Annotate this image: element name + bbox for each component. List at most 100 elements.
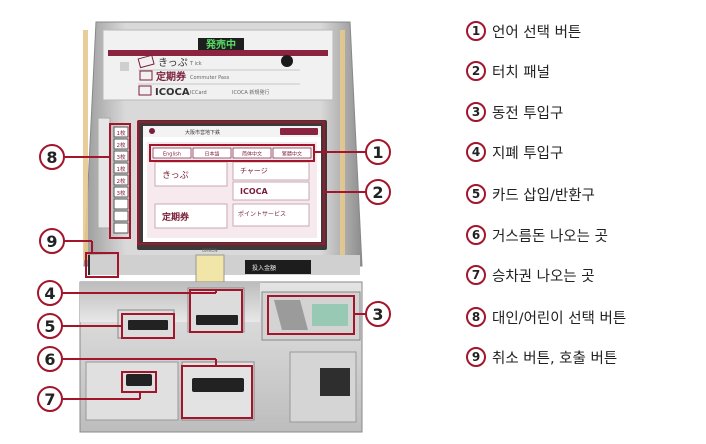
coin-label-plate (312, 304, 348, 326)
legend-number: 3 (466, 102, 486, 122)
change-return-slot[interactable] (192, 378, 244, 392)
callout-9-label: 9 (46, 232, 57, 251)
callout-2-label: 2 (372, 183, 383, 202)
ticket-count-button[interactable] (113, 210, 129, 222)
language-label-japanese: 日本語 (204, 151, 219, 158)
language-button-japanese[interactable] (192, 147, 232, 159)
right-lower-window (320, 368, 350, 396)
callout-6-label: 6 (44, 350, 55, 369)
sign-icoca-label: ICOCA (155, 87, 190, 98)
sign-round-indicator (281, 55, 293, 67)
legend-number: 5 (466, 184, 486, 204)
callout-4 (37, 280, 63, 306)
ticket-count-button[interactable] (113, 186, 129, 198)
legend-item: 9 취소 버튼, 호출 버튼 (466, 344, 617, 370)
screen-tile-icoca[interactable] (232, 181, 310, 201)
legend-number: 1 (466, 21, 486, 41)
keypad[interactable] (195, 254, 225, 283)
legend-text: 언어 선택 버튼 (492, 24, 582, 41)
language-button-simplified[interactable] (232, 147, 272, 159)
ticket-count-button[interactable] (113, 174, 129, 186)
screen-logo (149, 128, 155, 134)
legend-number: 4 (466, 142, 486, 162)
leader-lines (62, 151, 366, 400)
ticket-count-label: 2枚 (117, 177, 126, 185)
legend-text: 승차권 나오는 곳 (492, 268, 595, 285)
callout-6 (37, 346, 63, 372)
sign-commuter-sub: Commuter Pass (190, 75, 230, 81)
card-insert-slot[interactable] (128, 320, 168, 330)
language-button-traditional[interactable] (272, 147, 312, 159)
top-sign-bar (198, 38, 244, 50)
legend-text: 거스름돈 나오는 곳 (492, 228, 608, 245)
highlight-touch-panel (137, 121, 325, 245)
bill-insert-slot[interactable] (196, 315, 238, 325)
callout-8 (39, 144, 65, 170)
screen-tile-ticket[interactable] (154, 161, 228, 187)
legend-item: 7 승차권 나오는 곳 (466, 262, 595, 288)
screen-tile-commuter-label: 定期券 (161, 211, 190, 223)
ticket-count-label: 1枚 (117, 165, 126, 173)
language-button-row: English 日本語 简体中文 繁體中文 (152, 147, 312, 159)
sign-icoca-sub: ICCard (190, 90, 207, 96)
legend-item: 2 터치 패널 (466, 58, 550, 84)
screen-header-bar (143, 126, 321, 137)
coin-amount-display (245, 260, 311, 274)
sign-ticket-sub: T ick (189, 61, 202, 67)
screen-tile-points[interactable] (232, 203, 310, 227)
bill-slot-housing (187, 287, 245, 333)
screen-header-text: 大阪市営地下鉄 (185, 129, 220, 136)
callout-5-label: 5 (44, 317, 55, 336)
legend-item: 3 동전 투입구 (466, 99, 563, 125)
legend-number: 6 (466, 225, 486, 245)
left-side-light (83, 30, 88, 260)
legend-number: 7 (466, 265, 486, 285)
callout-5 (37, 313, 63, 339)
language-button-english[interactable] (152, 147, 192, 159)
callout-1 (365, 139, 391, 165)
language-label-simplified: 简体中文 (242, 151, 262, 158)
ticket-count-button[interactable] (113, 126, 129, 138)
ticket-count-button[interactable] (113, 162, 129, 174)
legend-text: 지폐 투입구 (492, 145, 564, 162)
sign-maroon-stripe (108, 50, 328, 56)
legend-text: 취소 버튼, 호출 버튼 (492, 350, 618, 367)
ticket-count-button[interactable] (113, 138, 129, 150)
legend-number: 8 (466, 307, 486, 327)
coin-insert-slot[interactable] (274, 300, 308, 330)
ticket-count-label: 1枚 (117, 129, 126, 137)
ticket-count-label: 2枚 (117, 141, 126, 149)
right-side-light (340, 30, 345, 260)
legend-item: 5 카드 삽입/반환구 (466, 181, 595, 207)
legend-text: 카드 삽입/반환구 (492, 187, 595, 204)
legend-item: 6 거스름돈 나오는 곳 (466, 222, 608, 248)
legend-number: 9 (466, 347, 486, 367)
ticket-count-button[interactable] (113, 150, 129, 162)
highlight-cancel-call (85, 252, 119, 278)
sign-dot-grid (120, 62, 129, 71)
legend-item: 8 대인/어린이 선택 버튼 (466, 304, 626, 330)
screen-tile-commuter[interactable] (154, 203, 228, 229)
icoca-icon (138, 85, 152, 96)
callout-3 (365, 301, 391, 327)
legend-item: 1 언어 선택 버튼 (466, 18, 581, 44)
screen-header-button[interactable] (280, 128, 318, 135)
ticket-output-slot[interactable] (126, 374, 152, 386)
ticket-count-button[interactable] (113, 198, 129, 210)
screen-tile-icoca-label: ICOCA (240, 187, 269, 196)
callout-8-label: 8 (46, 148, 57, 167)
coin-amount-label: 投入金額 (252, 264, 276, 272)
callout-circles: 1 2 3 4 5 6 7 8 9 (37, 139, 391, 412)
legend-text: 터치 패널 (492, 64, 550, 81)
callout-3-label: 3 (372, 305, 383, 324)
legend-number: 2 (466, 61, 486, 81)
sign-commuter-label: 定期券 (156, 70, 187, 83)
screen-tile-ticket-label: きっぷ (162, 170, 189, 181)
commuter-icon (139, 70, 153, 81)
language-label-english: English (163, 152, 181, 158)
callout-7-label: 7 (44, 390, 55, 409)
language-label-traditional: 繁體中文 (282, 151, 302, 158)
screen-tile-charge-label: チャージ (240, 167, 268, 175)
ticket-count-button[interactable] (113, 222, 129, 234)
